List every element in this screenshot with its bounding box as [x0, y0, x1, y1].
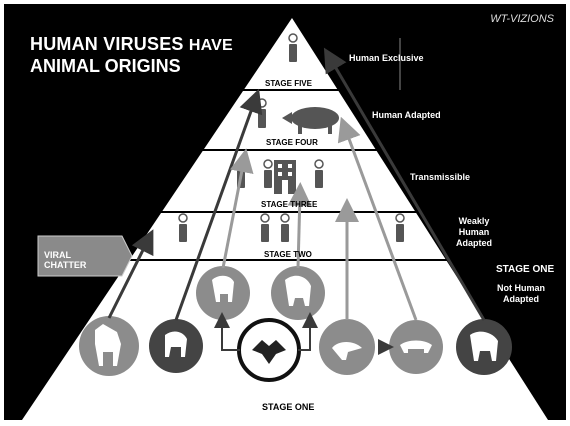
stage-one-label: STAGE ONE [262, 402, 314, 412]
stage-five-label: STAGE FIVE [265, 79, 312, 88]
label-transmissible: Transmissible [410, 172, 470, 182]
label-weakly-human-adapted: Weakly Human Adapted [456, 216, 492, 249]
label-stage-one-heading: STAGE ONE [496, 264, 554, 275]
viral-chatter-label: VIRAL CHATTER [44, 250, 86, 270]
person-icon [264, 160, 272, 188]
person-icon [261, 214, 269, 242]
label-human-adapted: Human Adapted [372, 110, 441, 120]
person-icon [315, 160, 323, 188]
stage-two-label: STAGE TWO [264, 250, 312, 259]
person-icon [258, 99, 266, 128]
title-line-2: ANIMAL ORIGINS [30, 56, 181, 77]
person-icon [179, 214, 187, 242]
hospital-icon [274, 160, 296, 194]
stage-three-label: STAGE THREE [261, 200, 317, 209]
person-icon [289, 34, 297, 62]
title-line-1: HUMAN VIRUSES HAVE [30, 34, 233, 55]
person-icon [281, 214, 289, 242]
label-not-human-adapted: Not Human Adapted [497, 283, 545, 305]
credit: WT-VIZIONS [490, 13, 554, 25]
person-icon [396, 214, 404, 242]
stage-four-label: STAGE FOUR [266, 138, 318, 147]
label-human-exclusive: Human Exclusive [349, 53, 424, 63]
